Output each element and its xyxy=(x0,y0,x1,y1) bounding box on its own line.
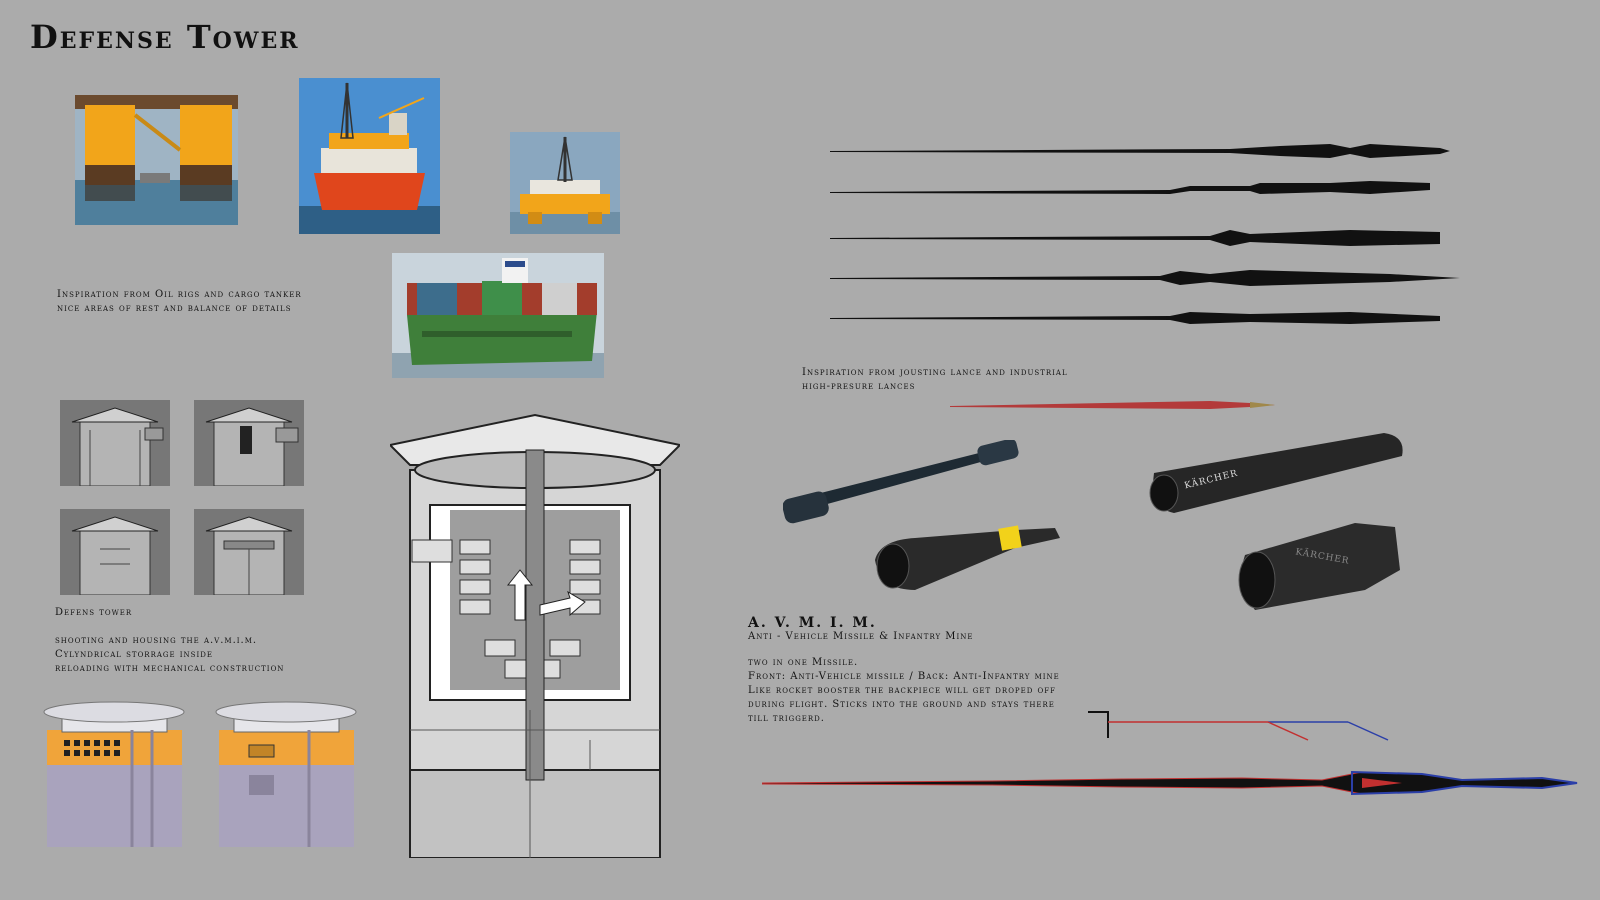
pressure-lance-wand xyxy=(783,440,1033,525)
lances-note: Inspiration from jousting lance and indu… xyxy=(802,366,1068,394)
oil-rig-legs-photo xyxy=(75,95,238,225)
avmim-line2: Front: Anti-Vehicle missile / Back: Anti… xyxy=(748,671,1060,682)
tower-note-line4: reloading with mechanical construction xyxy=(55,663,285,674)
avmim-subtitle: Anti - Vehicle Missile & Infantry Mine xyxy=(748,631,974,642)
avmim-line1: two in one Missile. xyxy=(748,657,859,668)
avmim-note: A. V. M. I. M. Anti - Vehicle Missile & … xyxy=(748,616,1060,726)
rigs-note-line1: Inspiration from Oil rigs and cargo tank… xyxy=(57,289,302,300)
tower-note: Defens tower shooting and housing the a.… xyxy=(55,606,284,676)
semi-submersible-rig-photo xyxy=(510,132,620,234)
rigs-note: Inspiration from Oil rigs and cargo tank… xyxy=(57,288,302,316)
tower-render-front xyxy=(42,700,187,847)
avmim-line3: Like rocket booster the backpiece will g… xyxy=(748,685,1056,696)
tower-sketch-2 xyxy=(194,400,304,486)
lances-note-line1: Inspiration from jousting lance and indu… xyxy=(802,367,1068,378)
cargo-ship-photo xyxy=(392,253,604,378)
oil-platform-photo xyxy=(299,78,440,234)
avmim-line5: till triggerd. xyxy=(748,713,825,724)
lance-silhouettes xyxy=(830,140,1480,330)
jousting-lance-image xyxy=(950,398,1275,412)
tower-sketch-1 xyxy=(60,400,170,486)
avmim-missile-silhouette xyxy=(762,768,1582,798)
pressure-nozzle-adapter xyxy=(875,520,1065,595)
lances-note-line2: high-presure lances xyxy=(802,381,916,392)
tower-note-line2: shooting and housing the a.v.m.i.m. xyxy=(55,635,258,646)
avmim-title: A. V. M. I. M. xyxy=(748,615,877,631)
tower-note-line1: Defens tower xyxy=(55,607,133,618)
karcher-nozzle-long: KÄRCHER xyxy=(1144,428,1409,516)
tower-cutaway-render xyxy=(390,410,680,858)
tower-render-side xyxy=(214,700,359,847)
avmim-line4: during flight. Sticks into the ground an… xyxy=(748,699,1055,710)
page-title: Defense Tower xyxy=(30,18,300,56)
missile-separation-diagram xyxy=(1088,708,1413,744)
rigs-note-line2: nice areas of rest and balance of detail… xyxy=(57,303,292,314)
tower-note-line3: Cylyndrical storrage inside xyxy=(55,649,213,660)
tower-sketch-4 xyxy=(194,509,304,595)
karcher-nozzle-rotary: KÄRCHER xyxy=(1235,515,1405,615)
tower-sketch-3 xyxy=(60,509,170,595)
